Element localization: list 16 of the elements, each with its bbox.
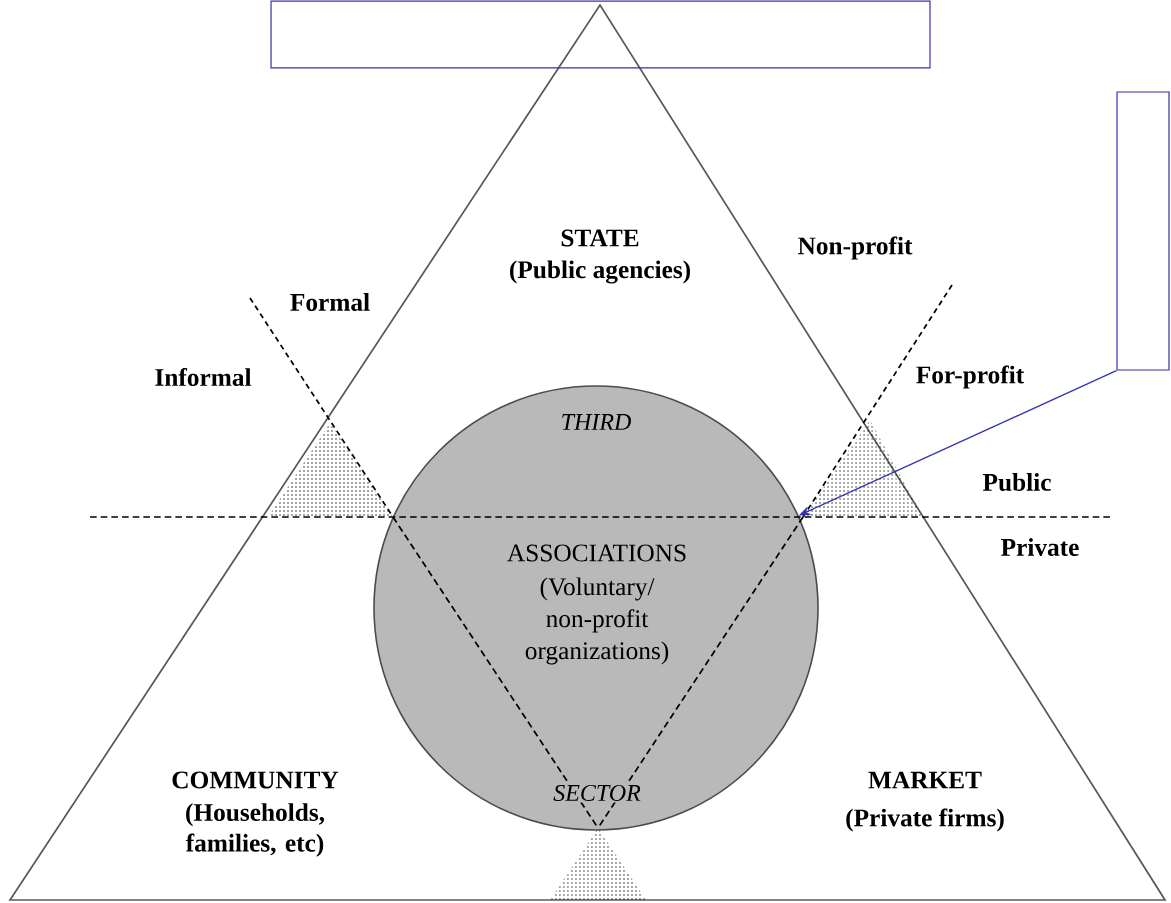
empty-box [270, 0, 931, 69]
label: (Private firms) [846, 808, 1004, 832]
empty-box [1116, 91, 1170, 371]
label: (Public agencies) [510, 260, 690, 284]
circle-text: (Voluntary/ non-profit organizations) [525, 577, 669, 665]
label: (Households, families, etc) [185, 803, 325, 857]
circle-heading: ASSOCIATIONS [507, 544, 686, 562]
label: Formal [290, 293, 370, 311]
label: COMMUNITY [172, 771, 339, 789]
label: For-profit [916, 365, 1025, 389]
label: Public [982, 473, 1051, 491]
label: STATE [561, 229, 639, 247]
label: Private [1001, 538, 1079, 556]
label: Non-profit [798, 236, 913, 260]
label: Informal [155, 367, 252, 387]
label: MARKET [868, 771, 982, 789]
